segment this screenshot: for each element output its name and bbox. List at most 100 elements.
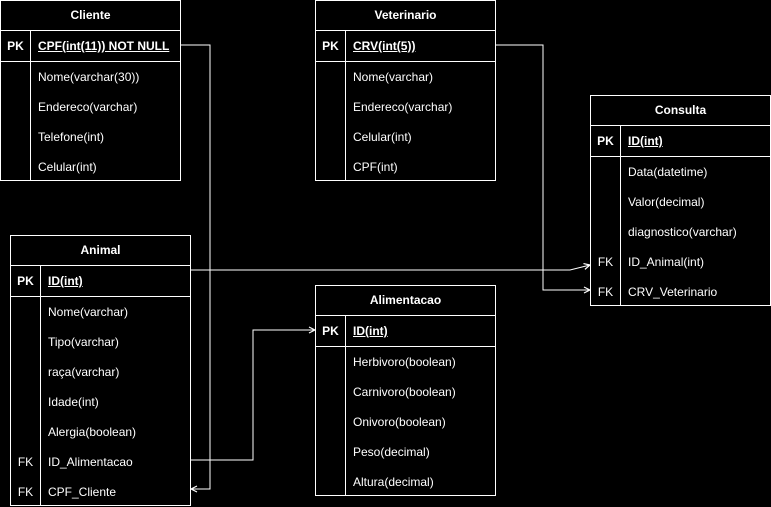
field-row: PK ID(int) [11, 266, 190, 297]
field-label: Celular(int) [353, 130, 412, 144]
field-label: CPF_Cliente [48, 485, 117, 499]
entity-cliente[interactable]: Cliente PK CPF(int(11)) NOT NULL Nome(va… [0, 0, 181, 181]
key-label [1, 62, 30, 92]
field-label: Nome(varchar) [353, 70, 434, 84]
field-label: Herbivoro(boolean) [353, 355, 456, 369]
field-row: Herbivoro(boolean) [316, 347, 495, 377]
field-label: Endereco(varchar) [38, 100, 138, 114]
field-row: Celular(int) [1, 152, 180, 182]
field-label: ID_Alimentacao [48, 455, 133, 469]
key-label: PK [597, 134, 614, 148]
field-row: Valor(decimal) [591, 187, 770, 217]
field-label: CRV(int(5)) [353, 39, 416, 53]
field-label: raça(varchar) [48, 365, 120, 379]
entity-title: Veterinario [316, 1, 495, 31]
field-row: Endereco(varchar) [316, 92, 495, 122]
key-label [316, 62, 345, 92]
key-label [591, 217, 620, 247]
key-label [11, 417, 40, 447]
key-label [11, 297, 40, 327]
key-label: FK [17, 455, 34, 469]
entity-title: Consulta [591, 96, 770, 126]
key-label [316, 437, 345, 467]
field-label: diagnostico(varchar) [628, 225, 737, 239]
key-label: FK [597, 285, 614, 299]
entity-consulta[interactable]: Consulta PK ID(int) Data(datetime) Valor… [590, 95, 771, 306]
field-label: CPF(int) [353, 160, 398, 174]
key-label: FK [17, 485, 34, 499]
key-label: PK [17, 274, 34, 288]
key-label: PK [7, 39, 24, 53]
link-animal-consulta [190, 265, 590, 271]
key-column-divider [620, 125, 621, 305]
field-label: CRV_Veterinario [628, 285, 718, 299]
field-row: PK ID(int) [591, 126, 770, 157]
key-label: FK [597, 255, 614, 269]
link-veterinario-consulta [495, 44, 590, 290]
key-column-divider [345, 30, 346, 180]
entity-animal[interactable]: Animal PK ID(int) Nome(varchar) Tipo(var… [10, 235, 191, 506]
key-column-divider [30, 30, 31, 180]
field-row: Idade(int) [11, 387, 190, 417]
link-animal-alimentacao [190, 330, 315, 461]
field-row: Telefone(int) [1, 122, 180, 152]
field-label: Onivoro(boolean) [353, 415, 446, 429]
key-label [11, 387, 40, 417]
key-label: PK [322, 39, 339, 53]
key-label [316, 467, 345, 497]
key-column-divider [345, 315, 346, 495]
field-label: Idade(int) [48, 395, 99, 409]
field-label: Celular(int) [38, 160, 97, 174]
field-row: Endereco(varchar) [1, 92, 180, 122]
field-row: FK ID_Animal(int) [591, 247, 770, 277]
key-label [316, 92, 345, 122]
field-row: FK ID_Alimentacao [11, 447, 190, 477]
key-label [316, 347, 345, 377]
field-label: Endereco(varchar) [353, 100, 453, 114]
field-label: CPF(int(11)) NOT NULL [38, 39, 170, 53]
field-label: Nome(varchar) [48, 305, 129, 319]
field-label: ID(int) [628, 134, 663, 148]
field-row: Alergia(boolean) [11, 417, 190, 447]
entity-veterinario[interactable]: Veterinario PK CRV(int(5)) Nome(varchar)… [315, 0, 496, 181]
entity-title: Alimentacao [316, 286, 495, 316]
field-label: Altura(decimal) [353, 475, 434, 489]
field-label: Peso(decimal) [353, 445, 430, 459]
key-label [11, 327, 40, 357]
field-row: PK ID(int) [316, 316, 495, 347]
field-row: Tipo(varchar) [11, 327, 190, 357]
field-label: ID(int) [353, 324, 388, 338]
key-label [1, 92, 30, 122]
field-label: ID_Animal(int) [628, 255, 705, 269]
field-row: Altura(decimal) [316, 467, 495, 497]
field-label: Telefone(int) [38, 130, 105, 144]
key-column-divider [40, 265, 41, 505]
field-row: raça(varchar) [11, 357, 190, 387]
field-row: Nome(varchar(30)) [1, 62, 180, 92]
field-row: Celular(int) [316, 122, 495, 152]
key-label [591, 157, 620, 187]
field-label: Tipo(varchar) [48, 335, 119, 349]
field-row: diagnostico(varchar) [591, 217, 770, 247]
field-label: Valor(decimal) [628, 195, 705, 209]
entity-title: Animal [11, 236, 190, 266]
field-label: Nome(varchar(30)) [38, 70, 140, 84]
key-label [316, 122, 345, 152]
field-row: FK CPF_Cliente [11, 477, 190, 507]
field-row: PK CRV(int(5)) [316, 31, 495, 62]
field-row: Onivoro(boolean) [316, 407, 495, 437]
key-label [1, 152, 30, 182]
key-label [1, 122, 30, 152]
key-label [591, 187, 620, 217]
field-row: FK CRV_Veterinario [591, 277, 770, 307]
key-label [316, 152, 345, 182]
field-row: Data(datetime) [591, 157, 770, 187]
field-row: Peso(decimal) [316, 437, 495, 467]
entity-alimentacao[interactable]: Alimentacao PK ID(int) Herbivoro(boolean… [315, 285, 496, 496]
field-label: ID(int) [48, 274, 83, 288]
field-row: Carnivoro(boolean) [316, 377, 495, 407]
field-label: Data(datetime) [628, 165, 708, 179]
entity-title: Cliente [1, 1, 180, 31]
key-label [11, 357, 40, 387]
